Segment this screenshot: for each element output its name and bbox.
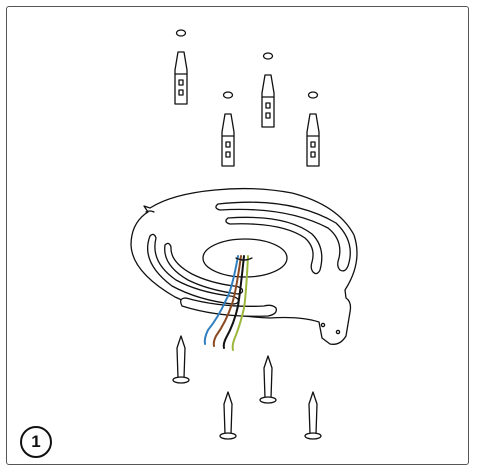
mounting-plate-icon bbox=[130, 187, 358, 345]
screw-icon bbox=[172, 335, 190, 384]
center-opening bbox=[202, 238, 288, 278]
drill-hole-icon bbox=[307, 91, 319, 99]
wall-plug-icon bbox=[306, 113, 320, 167]
wall-plug-icon bbox=[174, 51, 188, 105]
screw-icon bbox=[304, 391, 322, 440]
drill-hole-icon bbox=[222, 91, 234, 99]
step-number: 1 bbox=[31, 432, 41, 451]
wall-plug-icon bbox=[261, 74, 275, 128]
drill-hole-icon bbox=[262, 52, 274, 60]
screw-icon bbox=[219, 391, 237, 440]
wall-plug-icon bbox=[221, 113, 235, 167]
step-number-badge: 1 bbox=[20, 426, 52, 458]
drill-hole-icon bbox=[175, 29, 187, 37]
wire-bundle-icon bbox=[203, 255, 253, 351]
screw-icon bbox=[259, 355, 277, 404]
